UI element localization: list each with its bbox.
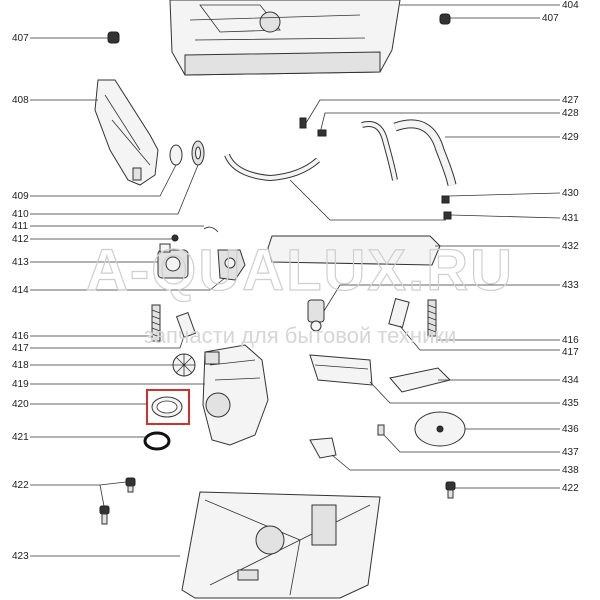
part-409-ring bbox=[169, 144, 183, 166]
part-407-nut-left bbox=[107, 31, 120, 44]
part-416-spring-right bbox=[427, 299, 437, 337]
watermark-main: A-QUALUX.RU bbox=[86, 238, 514, 303]
part-416-spring-left bbox=[151, 304, 161, 342]
label-412: 412 bbox=[12, 234, 29, 245]
part-427-clip bbox=[299, 117, 327, 137]
part-413-pump bbox=[157, 243, 189, 279]
label-436: 436 bbox=[562, 424, 579, 435]
part-417-bracket-right bbox=[388, 298, 410, 328]
part-422-screw-left-a bbox=[125, 477, 136, 493]
label-421: 421 bbox=[12, 432, 29, 443]
label-430: 430 bbox=[562, 188, 579, 199]
label-416-right: 416 bbox=[562, 335, 579, 346]
part-432-bar bbox=[267, 235, 441, 266]
highlight-box bbox=[146, 389, 190, 425]
part-407-nut-right bbox=[439, 13, 451, 25]
part-410-gasket bbox=[191, 140, 205, 166]
part-408-bracket bbox=[94, 79, 159, 186]
part-411-clip bbox=[203, 226, 219, 233]
part-430-clamp bbox=[441, 195, 450, 204]
label-420: 420 bbox=[12, 399, 29, 410]
label-409: 409 bbox=[12, 191, 29, 202]
label-422-right: 422 bbox=[562, 483, 579, 494]
part-421-oring bbox=[143, 431, 171, 451]
label-431: 431 bbox=[562, 213, 579, 224]
label-419: 419 bbox=[12, 379, 29, 390]
label-411: 411 bbox=[12, 221, 28, 232]
label-438: 438 bbox=[562, 465, 579, 476]
watermark-sub: запчасти для бытовой техники bbox=[144, 323, 457, 348]
part-404-tub bbox=[169, 0, 401, 76]
watermark: A-QUALUX.RU запчасти для бытовой техники bbox=[85, 237, 514, 348]
label-433: 433 bbox=[562, 280, 579, 291]
leader-lines bbox=[30, 4, 561, 557]
label-408: 408 bbox=[12, 95, 29, 106]
label-427: 427 bbox=[562, 95, 579, 106]
label-422-left: 422 bbox=[12, 480, 29, 491]
part-420-gasket bbox=[146, 389, 190, 425]
label-418: 418 bbox=[12, 360, 29, 371]
part-417-bracket-left bbox=[175, 311, 197, 339]
part-437-switch bbox=[377, 424, 385, 436]
label-432: 432 bbox=[562, 241, 579, 252]
label-413: 413 bbox=[12, 257, 29, 268]
label-429: 429 bbox=[562, 132, 579, 143]
label-423: 423 bbox=[12, 551, 29, 562]
label-407-right: 407 bbox=[542, 13, 559, 24]
part-435-tray bbox=[309, 354, 373, 386]
part-412-screw bbox=[171, 234, 179, 242]
part-433-valve bbox=[307, 299, 325, 332]
callout-labels: 404 407 407 408 409 410 411 412 413 414 … bbox=[12, 0, 579, 562]
label-404: 404 bbox=[562, 0, 579, 11]
label-434: 434 bbox=[562, 375, 579, 386]
label-414: 414 bbox=[12, 285, 29, 296]
part-419-sump bbox=[202, 344, 269, 446]
part-422-screw-right bbox=[445, 481, 456, 499]
label-428: 428 bbox=[562, 108, 579, 119]
label-416-left: 416 bbox=[12, 331, 29, 342]
label-417-right: 417 bbox=[562, 347, 579, 358]
label-437: 437 bbox=[562, 447, 579, 458]
part-423-base bbox=[181, 491, 381, 599]
part-438-clip bbox=[309, 437, 337, 459]
part-431-clamp bbox=[443, 211, 452, 220]
part-418-impeller bbox=[172, 353, 196, 377]
part-422-screw-left-b bbox=[99, 505, 110, 525]
label-410: 410 bbox=[12, 209, 29, 220]
part-436-float bbox=[414, 411, 466, 447]
label-407-left: 407 bbox=[12, 33, 29, 44]
label-417-left: 417 bbox=[12, 343, 29, 354]
part-414-pump-head bbox=[217, 249, 246, 281]
label-435: 435 bbox=[562, 398, 579, 409]
